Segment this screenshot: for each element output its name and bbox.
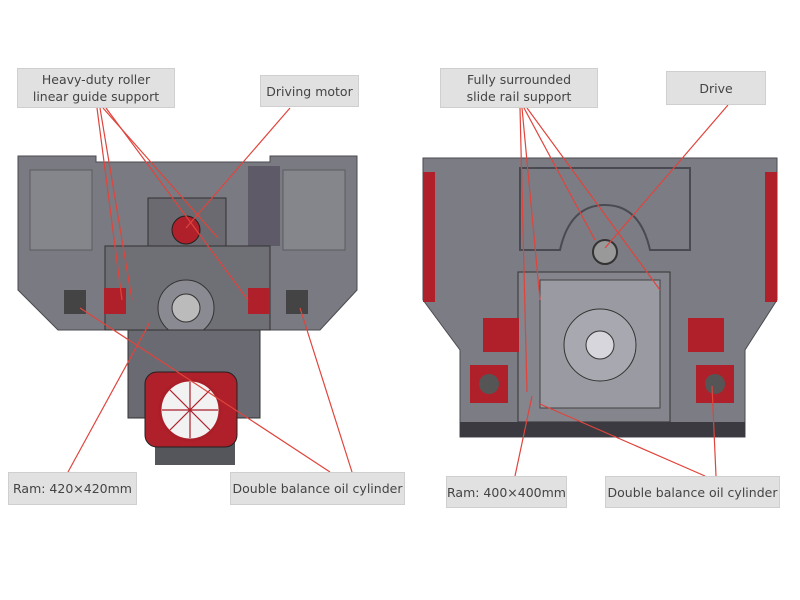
label-driving-motor: Driving motor [260,75,359,107]
label-double-balance-cylinder-left: Double balance oil cylinder [230,472,405,505]
label-slide-rail-support: Fully surrounded slide rail support [440,68,598,108]
label-double-balance-cylinder-right: Double balance oil cylinder [605,476,780,508]
left-headstock-drawing [17,155,358,465]
label-line: slide rail support [466,89,572,104]
label-ram-400: Ram: 400×400mm [446,476,567,508]
label-line: Fully surrounded [466,72,572,87]
label-line: Heavy-duty roller [41,72,151,87]
right-headstock-drawing [422,157,778,438]
label-heavy-duty-guide-support: Heavy-duty roller linear guide support [17,68,175,108]
label-drive: Drive [666,71,766,105]
leader-lines [67,104,729,477]
label-ram-420: Ram: 420×420mm [8,472,137,505]
label-line: linear guide support [32,89,160,104]
